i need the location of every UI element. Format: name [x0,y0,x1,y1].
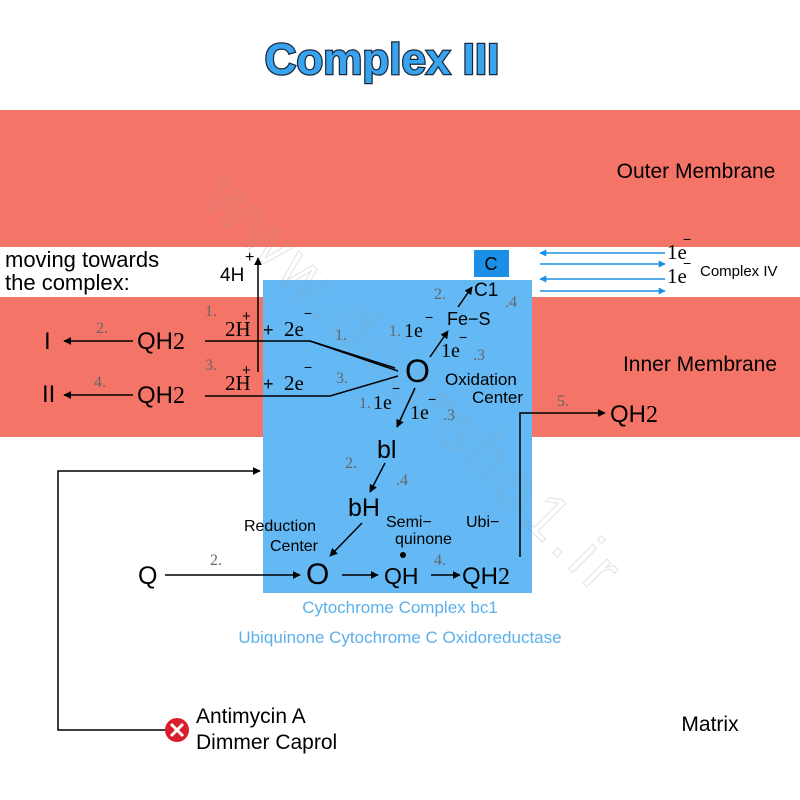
cytochrome-c-label: C [485,254,498,274]
bl-to-bh-arrow [369,462,386,493]
complex-ii-label: II [42,381,55,408]
row2-qh2: QH2 [137,382,185,409]
output-step: 5. [557,393,569,410]
row2-protons: 2H [225,371,251,395]
row1-protons: 2H [225,317,251,341]
moving-note-line1: moving towards [5,247,159,272]
oxidation-center-label1: Oxidation [445,370,517,389]
outer-membrane-label: Outer Membrane [617,160,776,183]
o-to-fes-arrow [429,330,449,358]
fes-label: Fe−S [447,309,491,329]
e-to-fes-sup: − [425,309,433,325]
oxidation-center-symbol: O [405,353,430,389]
inner-membrane-label: Inner Membrane [623,353,777,376]
qh2-output-line [519,409,606,557]
inhibitor-line1: Antimycin A [196,705,306,728]
e-from-fes: 1e [441,340,460,362]
row1-plus: + [263,320,274,340]
oxidation-center-label2: Center [472,388,523,407]
row2-step-up: 3. [205,357,217,374]
q-label: Q [138,562,157,590]
e-down-left: 1e [373,392,392,414]
heme-bl: bl [377,436,396,464]
inhibitor-line2: Dimmer Caprol [196,731,337,754]
c1-step: 2. [434,286,446,303]
qh-step: 4. [434,552,446,569]
row2-electrons: 2e [284,371,304,395]
reduction-center-label1: Reduction [244,518,316,535]
row1-electrons-sup: − [304,305,312,321]
proton-4h: 4H [220,265,244,286]
e-down-right-step: .3 [443,407,455,424]
ubiquinone-label: Ubi− [466,514,499,531]
page-title: Complex III [265,35,500,84]
o-to-bl-arrow [396,387,416,428]
q-step: 2. [210,552,222,569]
row2-electrons-sup: − [304,359,312,375]
output-qh2: QH2 [610,401,658,428]
complex-iv-label: Complex IV [700,263,778,280]
bh-to-o-arrow [329,522,363,557]
semiquinone-label2: quinone [395,531,452,548]
fes-to-c1-arrow [457,286,473,308]
row1-step-arrow: 2. [96,320,108,337]
e-down-right: 1e [410,402,429,424]
outer-membrane [0,110,800,247]
e-down-left-sup: − [392,380,400,396]
row1-step-in: 1. [335,327,347,344]
heme-step-left: 2. [345,455,357,472]
e-from-fes-step: .3 [473,347,485,364]
complex-i-label: I [44,328,51,355]
e-to-fes-step: 1. [389,323,401,340]
c1-step-right: .4 [505,294,517,311]
row1-electrons: 2e [284,317,304,341]
row2-to-o-line [329,375,399,397]
complex-name-line1: Cytochrome Complex bc1 [302,598,498,617]
reduction-center-label2: Center [270,538,319,555]
inhibitor-line [57,467,261,731]
heme-bh: bH [348,494,380,522]
proton-4h-sup: + [245,249,254,266]
e-down-right-sup: − [428,391,436,407]
complex-name-line2: Ubiquinone Cytochrome C Oxidoreductase [238,628,561,647]
row1-qh2: QH2 [137,328,185,355]
reduction-center-symbol: O [306,558,329,591]
moving-note-line2: the complex: [5,270,130,295]
semiquinone-qh: QH [384,563,419,589]
heme-step-right: .4 [396,472,408,489]
row1-step-up: 1. [205,303,217,320]
row1-to-o-upper [309,340,396,369]
row1-protons-sup: + [242,308,251,325]
semiquinone-label1: Semi− [386,514,432,531]
complex-bc1-box [263,280,532,593]
row2-protons-sup: + [242,362,251,379]
ubiquinol-qh2: QH2 [462,563,510,590]
e-down-left-step: 1. [359,395,371,412]
cytochrome-c-box [474,250,509,277]
e-to-fes: 1e [404,320,423,342]
cyt-c-electron-top-sup: − [683,231,691,247]
cyt-c-electron-bottom: 1e [667,264,687,288]
row2-step-in: 3. [336,370,348,387]
e-from-fes-sup: − [459,329,467,345]
matrix-label: Matrix [681,713,739,736]
cyt-c-electron-top: 1e [667,240,687,264]
row2-step-arrow: 4. [94,374,106,391]
cyt-c-electron-bottom-sup: − [683,255,691,271]
c1-label: C1 [474,280,498,301]
row2-plus: + [263,374,274,394]
radical-dot [400,552,406,558]
inhibit-x-icon [165,718,189,742]
